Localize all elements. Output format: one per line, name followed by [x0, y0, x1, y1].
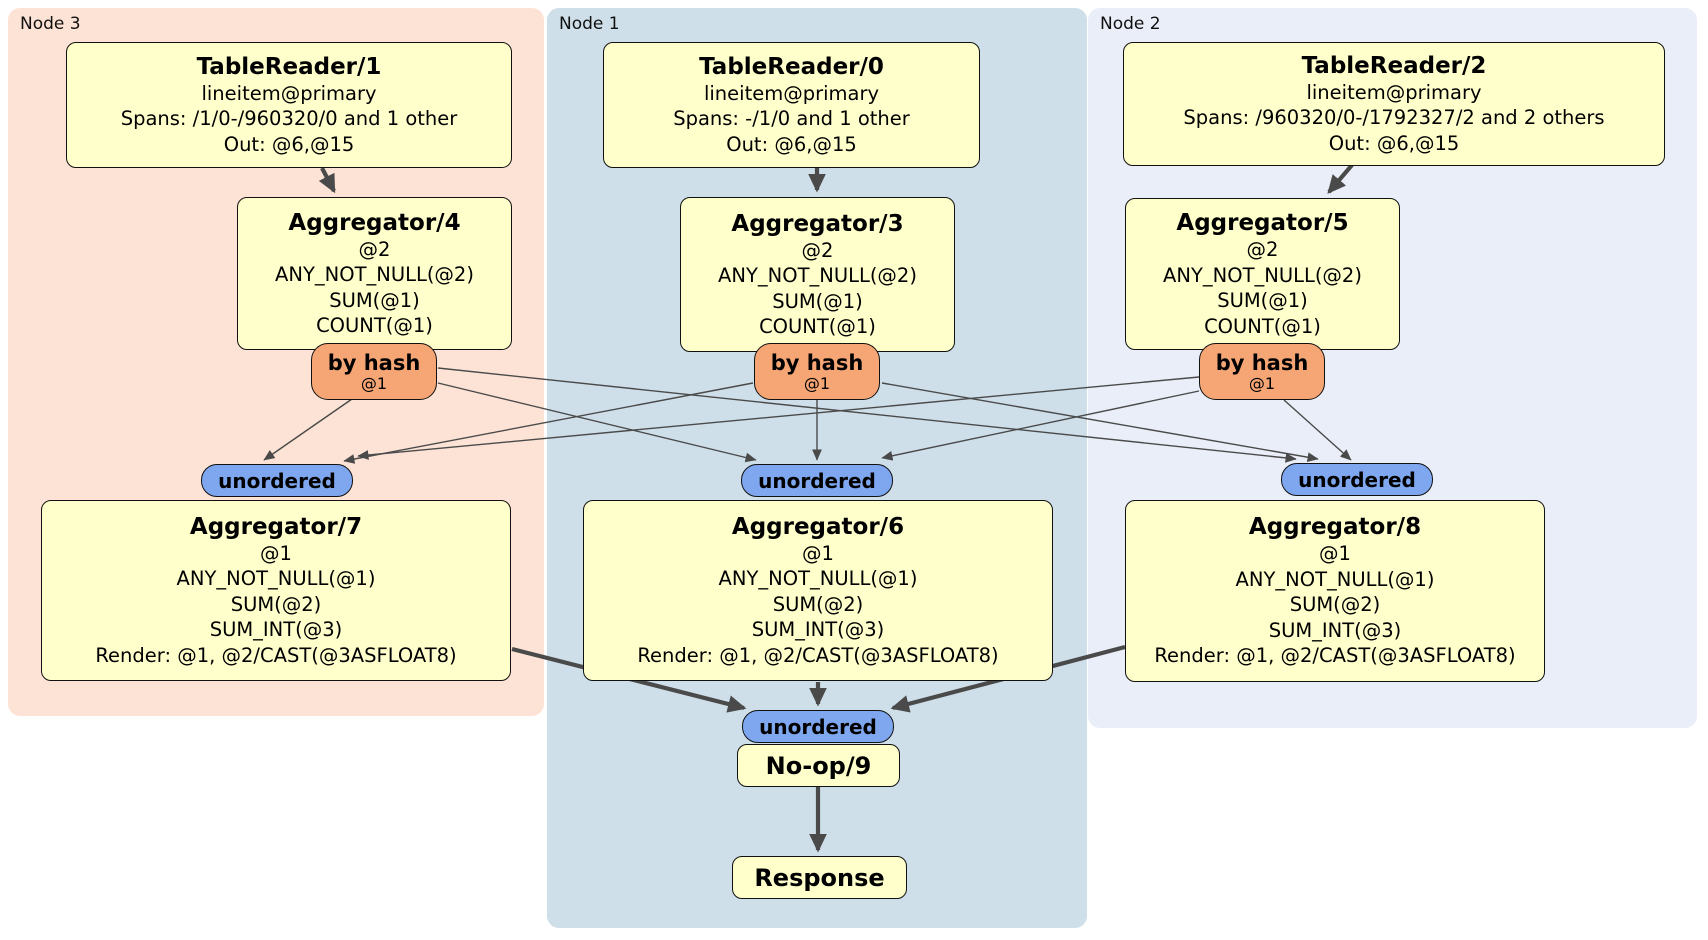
- node-detail: COUNT(@1): [1204, 314, 1321, 338]
- node-detail: Spans: /960320/0-/1792327/2 and 2 others: [1183, 106, 1605, 130]
- node-detail: SUM(@2): [772, 592, 864, 616]
- plan-node-aggregator-8: Aggregator/8 @1 ANY_NOT_NULL(@1) SUM(@2)…: [1125, 500, 1545, 682]
- edge-hash2-uno3: [357, 376, 1200, 460]
- node-detail: ANY_NOT_NULL(@1): [176, 567, 376, 591]
- stream-label: unordered: [758, 468, 876, 493]
- node-title: Aggregator/7: [189, 513, 363, 540]
- node-detail: ANY_NOT_NULL(@1): [718, 567, 918, 591]
- router-label: by hash: [327, 350, 421, 375]
- edge-hash1-uno3: [343, 382, 754, 464]
- node-detail: SUM_INT(@3): [209, 618, 343, 642]
- node-detail: ANY_NOT_NULL(@2): [718, 264, 917, 287]
- panel-node-3-label: Node 3: [20, 14, 81, 34]
- node-detail: SUM(@2): [1289, 593, 1381, 617]
- edge-hash2-uno1: [881, 390, 1200, 461]
- plan-node-aggregator-5: Aggregator/5 @2 ANY_NOT_NULL(@2) SUM(@1)…: [1125, 198, 1400, 350]
- edge-hash2-uno2: [1283, 399, 1352, 461]
- stream-unordered-node3: unordered: [201, 464, 353, 497]
- node-detail: Out: @6,@15: [726, 132, 857, 156]
- node-detail: Spans: -/1/0 and 1 other: [673, 107, 910, 131]
- router-by-hash-node2: by hash @1: [1199, 343, 1325, 400]
- node-detail: Render: @1, @2/CAST(@3ASFLOAT8): [95, 643, 457, 667]
- node-title: Aggregator/4: [288, 209, 461, 236]
- plan-node-tablereader-1: TableReader/1 lineitem@primary Spans: /1…: [66, 42, 512, 168]
- router-label: by hash: [1215, 350, 1309, 375]
- node-detail: lineitem@primary: [703, 81, 880, 105]
- panel-node-2-label: Node 2: [1100, 14, 1161, 34]
- node-title: No-op/9: [765, 751, 872, 780]
- node-detail: @1: [802, 541, 834, 565]
- edge-hash3-uno1: [437, 382, 757, 463]
- node-title: TableReader/2: [1301, 52, 1487, 79]
- node-detail: COUNT(@1): [759, 315, 876, 338]
- node-detail: COUNT(@1): [316, 314, 433, 337]
- node-detail: SUM(@1): [329, 288, 420, 312]
- edge-tr1-agg4: [318, 167, 336, 194]
- node-detail: SUM(@1): [1217, 289, 1308, 312]
- node-detail: @2: [801, 238, 834, 262]
- node-title: Response: [754, 863, 885, 892]
- node-title: Aggregator/5: [1176, 210, 1349, 236]
- node-detail: SUM(@1): [772, 289, 863, 313]
- node-detail: Out: @6,@15: [1328, 131, 1460, 155]
- plan-node-aggregator-3: Aggregator/3 @2 ANY_NOT_NULL(@2) SUM(@1)…: [680, 197, 955, 352]
- stream-label: unordered: [1298, 467, 1416, 492]
- stream-unordered-node2: unordered: [1281, 463, 1433, 496]
- plan-node-tablereader-2: TableReader/2 lineitem@primary Spans: /9…: [1123, 42, 1665, 166]
- router-detail: @1: [803, 373, 831, 393]
- node-detail: SUM(@2): [230, 592, 322, 616]
- node-detail: SUM_INT(@3): [1268, 618, 1402, 642]
- edge-tr2-agg5: [1327, 163, 1354, 194]
- router-by-hash-node3: by hash @1: [311, 343, 437, 400]
- node-detail: @2: [1246, 238, 1279, 261]
- node-detail: Render: @1, @2/CAST(@3ASFLOAT8): [637, 643, 999, 667]
- stream-label: unordered: [218, 468, 336, 493]
- node-title: TableReader/1: [196, 53, 382, 80]
- node-detail: @1: [260, 541, 292, 565]
- node-detail: ANY_NOT_NULL(@2): [1163, 263, 1362, 287]
- node-detail: Spans: /1/0-/960320/0 and 1 other: [120, 107, 458, 131]
- node-title: TableReader/0: [699, 53, 884, 80]
- node-detail: lineitem@primary: [201, 81, 377, 105]
- router-detail: @1: [1248, 373, 1276, 393]
- plan-node-aggregator-7: Aggregator/7 @1 ANY_NOT_NULL(@1) SUM(@2)…: [41, 500, 511, 681]
- plan-node-aggregator-4: Aggregator/4 @2 ANY_NOT_NULL(@2) SUM(@1)…: [237, 197, 512, 350]
- edge-hash1-uno2: [881, 382, 1319, 463]
- node-detail: ANY_NOT_NULL(@1): [1235, 567, 1435, 591]
- edge-hash3-uno3: [263, 398, 353, 461]
- node-detail: ANY_NOT_NULL(@2): [275, 263, 474, 286]
- node-detail: @1: [1319, 542, 1351, 566]
- plan-node-response: Response: [732, 856, 907, 899]
- node-title: Aggregator/8: [1248, 514, 1422, 541]
- stream-unordered-node1: unordered: [741, 464, 893, 497]
- stream-unordered-final: unordered: [742, 710, 894, 743]
- router-label: by hash: [770, 350, 864, 375]
- panel-node-1-label: Node 1: [559, 14, 620, 34]
- stream-label: unordered: [759, 714, 877, 739]
- node-detail: lineitem@primary: [1306, 80, 1482, 104]
- router-detail: @1: [360, 373, 388, 393]
- router-by-hash-node1: by hash @1: [754, 343, 880, 400]
- edge-hash3-uno2: [437, 367, 1297, 463]
- node-detail: @2: [358, 237, 391, 261]
- plan-node-aggregator-6: Aggregator/6 @1 ANY_NOT_NULL(@1) SUM(@2)…: [583, 500, 1053, 681]
- node-title: Aggregator/3: [731, 210, 904, 237]
- node-detail: Out: @6,@15: [223, 132, 355, 156]
- plan-node-tablereader-0: TableReader/0 lineitem@primary Spans: -/…: [603, 42, 980, 168]
- node-detail: Render: @1, @2/CAST(@3ASFLOAT8): [1154, 644, 1516, 668]
- node-detail: SUM_INT(@3): [751, 618, 885, 642]
- node-title: Aggregator/6: [731, 513, 905, 540]
- plan-node-noop-9: No-op/9: [737, 744, 900, 787]
